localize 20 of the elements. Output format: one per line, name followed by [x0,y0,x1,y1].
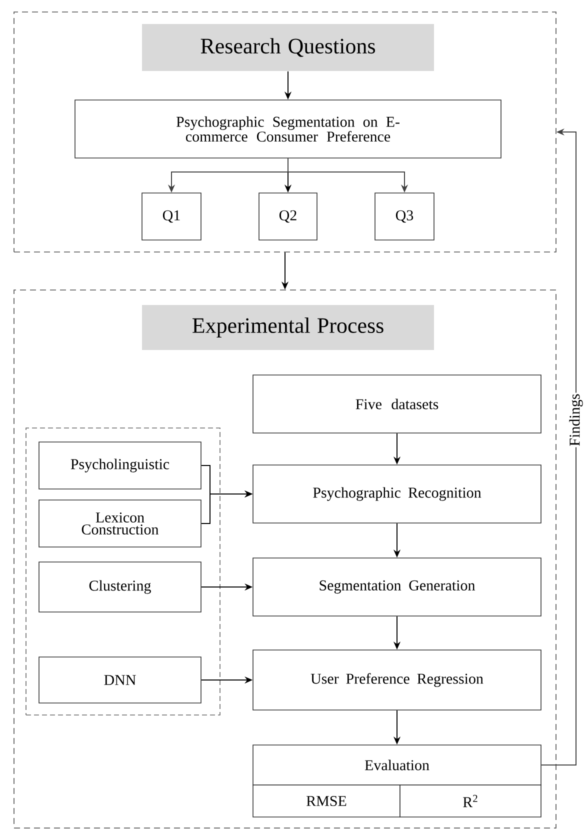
process-box: DNN [38,656,202,704]
process-box: Segmentation Generation [252,558,542,616]
process-box: Q3 [374,192,434,240]
process-box: Psycholinguistic [38,442,202,490]
dashed-group-frame [14,12,556,252]
process-box: Q1 [142,192,202,240]
process-box: User Preference Regression [252,650,542,710]
edge-label: Findings [568,392,584,448]
dashed-group-frame [14,290,556,828]
dashed-group-frame [26,428,220,716]
process-box: Q2 [258,192,318,240]
process-box: Five datasets [252,374,542,434]
process-box: Psychographic Recognition [252,464,542,524]
heading-band: Experimental Process [142,305,434,350]
process-box: RMSE [252,784,400,818]
process-box: Clustering [38,562,202,612]
heading-band: Research Questions [142,24,434,71]
process-box: Psychographic Segmentation on E-commerce Consumer Preference [74,100,502,158]
process-box: R$^{2}$ [400,784,542,818]
process-box: Lexicon Construction [38,500,202,548]
